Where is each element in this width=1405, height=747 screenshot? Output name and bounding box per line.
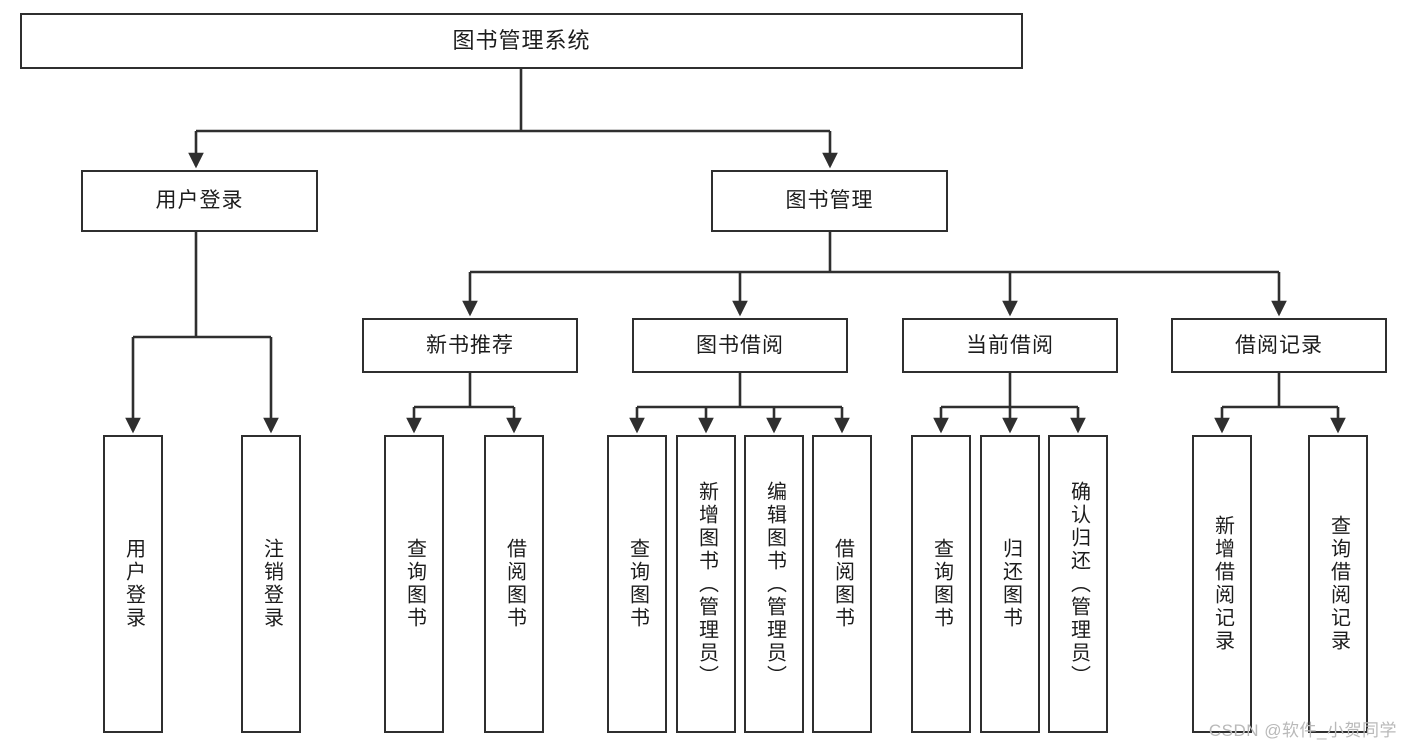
node-label: 查询图书 xyxy=(403,538,426,630)
node-label: 图书管理系统 xyxy=(452,27,591,53)
leaf-add-book[interactable]: 新增图书（管理员） xyxy=(676,435,736,733)
node-label: 借阅图书 xyxy=(503,538,526,630)
node-label: 图书管理 xyxy=(785,189,874,213)
leaf-query-book-3[interactable]: 查询图书 xyxy=(911,435,971,733)
node-label: 查询借阅记录 xyxy=(1327,515,1350,653)
node-label: 新书推荐 xyxy=(426,333,514,357)
node-label: 当前借阅 xyxy=(966,333,1054,357)
node-label: 新增借阅记录 xyxy=(1211,515,1234,653)
node-label: 用户登录 xyxy=(122,538,145,630)
leaf-logout-login[interactable]: 注销登录 xyxy=(241,435,301,733)
node-current-borrow[interactable]: 当前借阅 xyxy=(902,318,1118,373)
leaf-confirm-return[interactable]: 确认归还（管理员） xyxy=(1048,435,1108,733)
leaf-query-book-2[interactable]: 查询图书 xyxy=(607,435,667,733)
node-label: 图书借阅 xyxy=(696,333,784,357)
leaf-query-book-1[interactable]: 查询图书 xyxy=(384,435,444,733)
leaf-query-record[interactable]: 查询借阅记录 xyxy=(1308,435,1368,733)
leaf-borrow-book-2[interactable]: 借阅图书 xyxy=(812,435,872,733)
node-label: 借阅图书 xyxy=(831,538,854,630)
node-new-book-recommend[interactable]: 新书推荐 xyxy=(362,318,578,373)
node-label: 编辑图书（管理员） xyxy=(763,480,786,688)
leaf-add-record[interactable]: 新增借阅记录 xyxy=(1192,435,1252,733)
node-label: 归还图书 xyxy=(999,538,1022,630)
node-user-login[interactable]: 用户登录 xyxy=(81,170,318,232)
leaf-borrow-book-1[interactable]: 借阅图书 xyxy=(484,435,544,733)
csdn-watermark: CSDN @软件_小贺同学 xyxy=(1208,721,1397,740)
node-label: 借阅记录 xyxy=(1235,333,1323,357)
node-book-manage[interactable]: 图书管理 xyxy=(711,170,948,232)
node-label: 新增图书（管理员） xyxy=(695,480,718,688)
node-label: 查询图书 xyxy=(626,538,649,630)
node-label: 注销登录 xyxy=(260,538,283,630)
leaf-user-login[interactable]: 用户登录 xyxy=(103,435,163,733)
node-root-system[interactable]: 图书管理系统 xyxy=(20,13,1023,69)
node-label: 查询图书 xyxy=(930,538,953,630)
node-borrow-record[interactable]: 借阅记录 xyxy=(1171,318,1387,373)
leaf-edit-book[interactable]: 编辑图书（管理员） xyxy=(744,435,804,733)
leaf-return-book[interactable]: 归还图书 xyxy=(980,435,1040,733)
node-label: 确认归还（管理员） xyxy=(1067,480,1090,688)
node-label: 用户登录 xyxy=(155,189,244,213)
node-book-borrow[interactable]: 图书借阅 xyxy=(632,318,848,373)
